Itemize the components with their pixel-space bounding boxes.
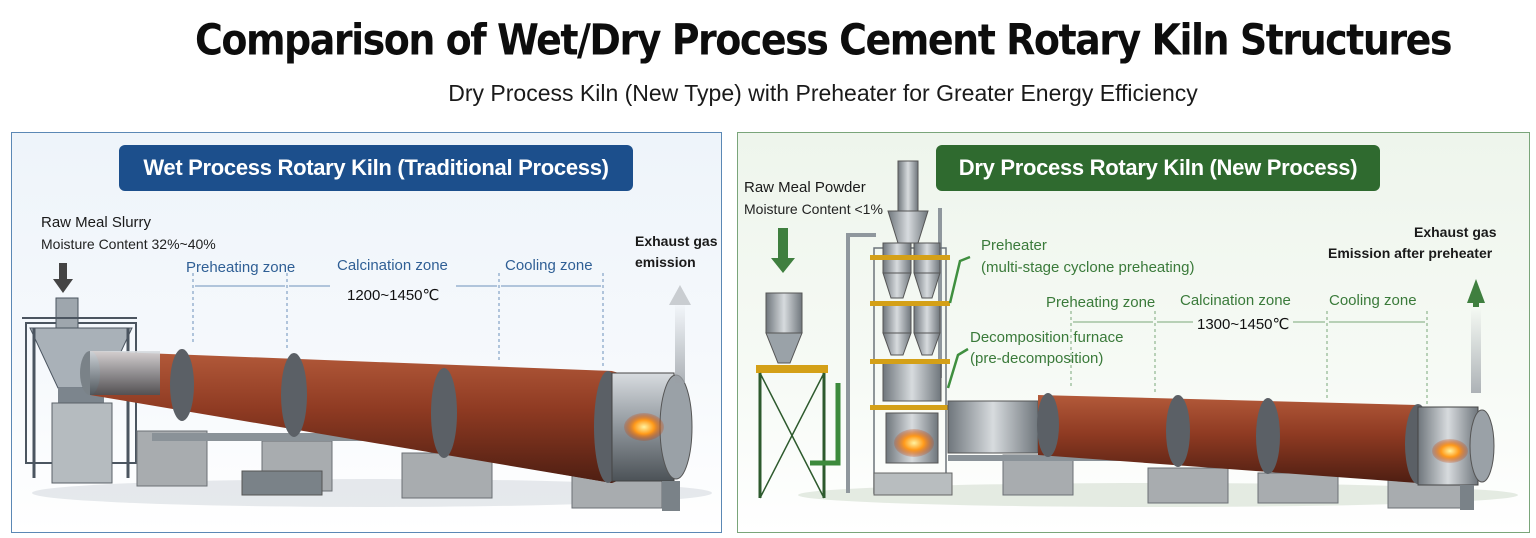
dry-zone-preheating: Preheating zone	[1046, 294, 1156, 311]
zone-dimension-lines	[192, 273, 604, 368]
wet-zone-preheating: Preheating zone	[186, 259, 296, 276]
dry-zone-dimension-lines	[1070, 311, 1428, 405]
wet-zone-cooling: Cooling zone	[505, 257, 593, 274]
page-subtitle: Dry Process Kiln (New Type) with Preheat…	[448, 80, 1198, 106]
dry-zone-calcination: Calcination zone	[1180, 292, 1291, 309]
wet-kiln-illustration	[22, 263, 712, 511]
callout-lines	[946, 255, 971, 389]
dry-temperature: 1300~1450℃	[1197, 316, 1290, 333]
dry-exhaust-stream-icon	[1467, 279, 1485, 393]
dry-process-banner: Dry Process Rotary Kiln (New Process)	[936, 145, 1380, 191]
wet-feed-label: Raw Meal Slurry	[41, 214, 152, 231]
raw-meal-silo	[756, 292, 828, 499]
page-title: Comparison of Wet/Dry Process Cement Rot…	[194, 15, 1453, 65]
kiln-shell-wet	[80, 349, 693, 511]
furnace-label-2: (pre-decomposition)	[970, 350, 1104, 367]
exhaust-stream-icon	[669, 285, 691, 383]
dry-zone-cooling: Cooling zone	[1329, 292, 1417, 309]
preheater-label-2: (multi-stage cyclone preheating)	[981, 259, 1195, 276]
dry-kiln-illustration	[756, 160, 1518, 510]
cyclone-preheater-tower	[810, 160, 953, 496]
preheater-label-1: Preheater	[981, 237, 1047, 254]
dry-feed-label: Raw Meal Powder	[744, 179, 866, 196]
wet-process-banner: Wet Process Rotary Kiln (Traditional Pro…	[119, 145, 633, 191]
dry-exhaust-label-1: Exhaust gas	[1414, 224, 1497, 240]
furnace-label-1: Decomposition furnace	[970, 329, 1124, 346]
dry-exhaust-label-2: Emission after preheater	[1328, 245, 1493, 261]
feed-arrow-icon	[53, 263, 73, 293]
kiln-shell-dry	[947, 393, 1495, 510]
dry-feed-arrow-icon	[771, 228, 795, 273]
wet-exhaust-label-1: Exhaust gas	[635, 233, 718, 249]
wet-process-panel: Wet Process Rotary Kiln (Traditional Pro…	[11, 132, 722, 533]
wet-temperature: 1200~1450℃	[347, 287, 440, 304]
dry-process-panel: Dry Process Rotary Kiln (New Process) Ra…	[737, 132, 1530, 533]
wet-zone-calcination: Calcination zone	[337, 257, 448, 274]
wet-exhaust-label-2: emission	[635, 254, 696, 270]
dry-moisture-label: Moisture Content <1%	[744, 201, 883, 217]
wet-moisture-label: Moisture Content 32%~40%	[41, 236, 216, 252]
